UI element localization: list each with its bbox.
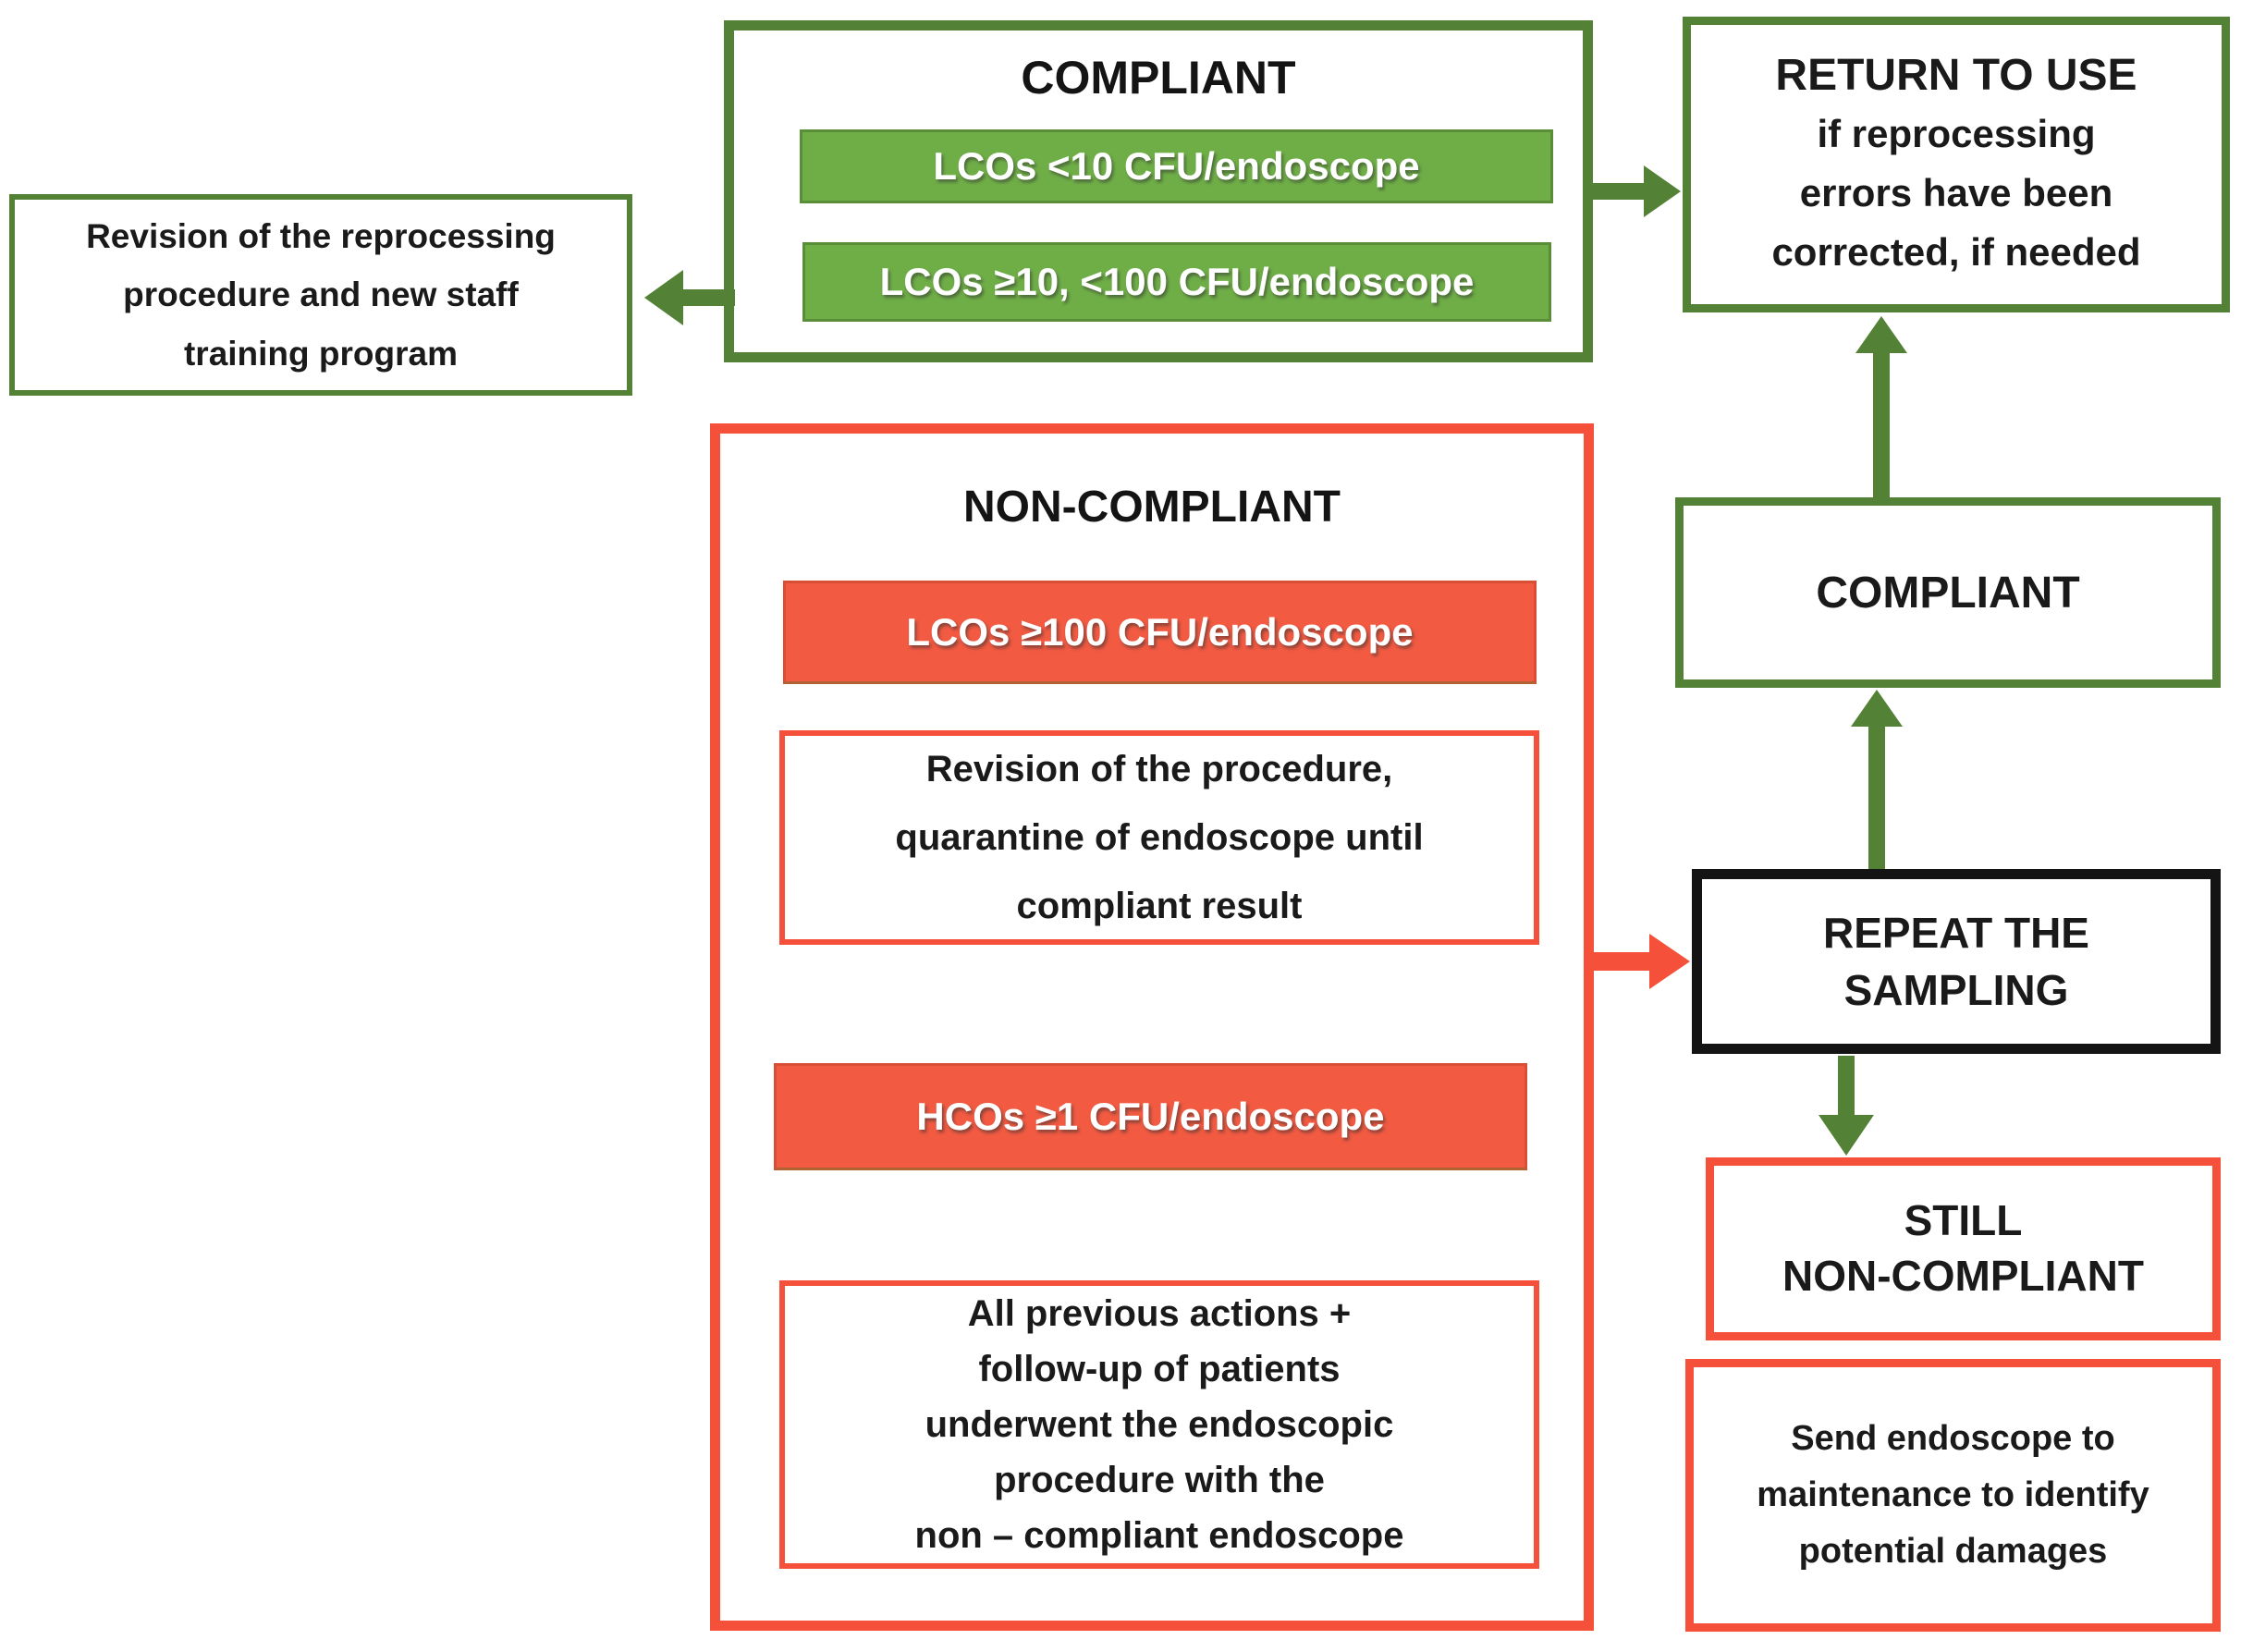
arrow-shaft: [1873, 353, 1890, 497]
noncompliant-group-title: NON-COMPLIANT: [963, 483, 1341, 532]
lco-over100-chip: LCOs ≥100 CFU/endoscope: [783, 581, 1537, 684]
compliant-result-box: COMPLIANT: [1675, 497, 2221, 688]
hco-action-box: All previous actions + follow-up of pati…: [779, 1280, 1539, 1569]
compliant-group-box: COMPLIANT LCOs <10 CFU/endoscope LCOs ≥1…: [724, 20, 1593, 362]
arrow-head-up-icon: [1851, 690, 1903, 727]
arrow-shaft: [1868, 727, 1885, 869]
return-to-use-title: RETURN TO USE: [1775, 51, 2137, 101]
lco-under10-chip: LCOs <10 CFU/endoscope: [800, 129, 1553, 203]
arrow-head-right-icon: [1649, 934, 1690, 989]
return-to-use-box: RETURN TO USE if reprocessing errors hav…: [1683, 17, 2230, 312]
compliant-group-title: COMPLIANT: [1021, 52, 1296, 104]
arrow-head-right-icon: [1644, 165, 1681, 217]
still-noncompliant-box: STILL NON-COMPLIANT: [1706, 1157, 2221, 1340]
arrow-shaft: [681, 289, 735, 306]
arrow-head-left-icon: [644, 270, 683, 325]
send-maintenance-box: Send endoscope to maintenance to identif…: [1685, 1359, 2221, 1632]
lco-action-box: Revision of the procedure, quarantine of…: [779, 730, 1539, 945]
noncompliant-group-box: NON-COMPLIANT LCOs ≥100 CFU/endoscope Re…: [710, 423, 1594, 1631]
hco-over1-chip: HCOs ≥1 CFU/endoscope: [774, 1063, 1527, 1170]
revision-procedure-box: Revision of the reprocessing procedure a…: [9, 194, 632, 396]
arrow-head-up-icon: [1855, 316, 1907, 353]
lco-10to100-chip: LCOs ≥10, <100 CFU/endoscope: [802, 242, 1551, 322]
arrow-shaft: [1593, 952, 1649, 971]
arrow-shaft: [1593, 183, 1646, 200]
return-to-use-body: if reprocessing errors have been correct…: [1771, 112, 2141, 275]
arrow-shaft: [1838, 1056, 1855, 1115]
repeat-sampling-box: REPEAT THE SAMPLING: [1692, 869, 2221, 1054]
arrow-head-down-icon: [1819, 1115, 1874, 1156]
